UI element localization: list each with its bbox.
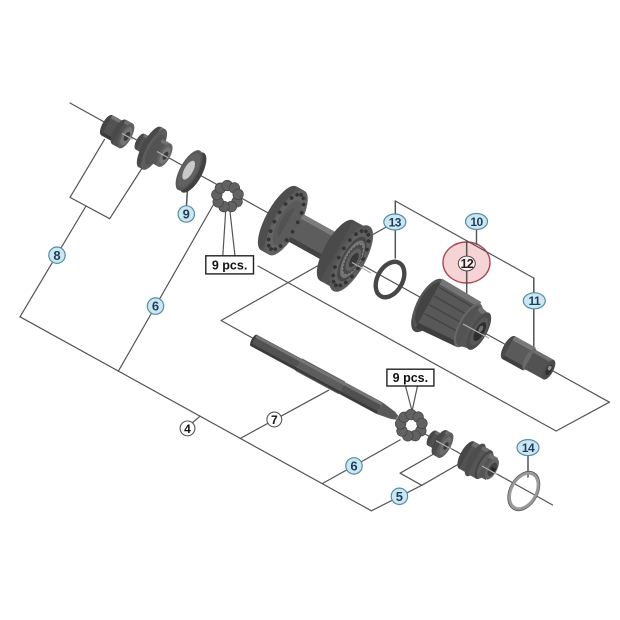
- svg-text:4: 4: [184, 422, 191, 436]
- svg-text:12: 12: [460, 257, 473, 271]
- svg-text:7: 7: [271, 413, 278, 427]
- svg-text:9 pcs.: 9 pcs.: [393, 371, 428, 385]
- svg-text:11: 11: [528, 294, 541, 308]
- svg-text:14: 14: [522, 441, 535, 455]
- svg-text:10: 10: [470, 215, 483, 229]
- svg-text:9: 9: [183, 207, 190, 222]
- svg-text:5: 5: [396, 489, 403, 504]
- svg-text:13: 13: [389, 215, 402, 229]
- svg-text:6: 6: [350, 459, 357, 474]
- svg-text:9 pcs.: 9 pcs.: [212, 258, 247, 272]
- svg-text:8: 8: [53, 248, 60, 263]
- svg-text:6: 6: [152, 299, 159, 314]
